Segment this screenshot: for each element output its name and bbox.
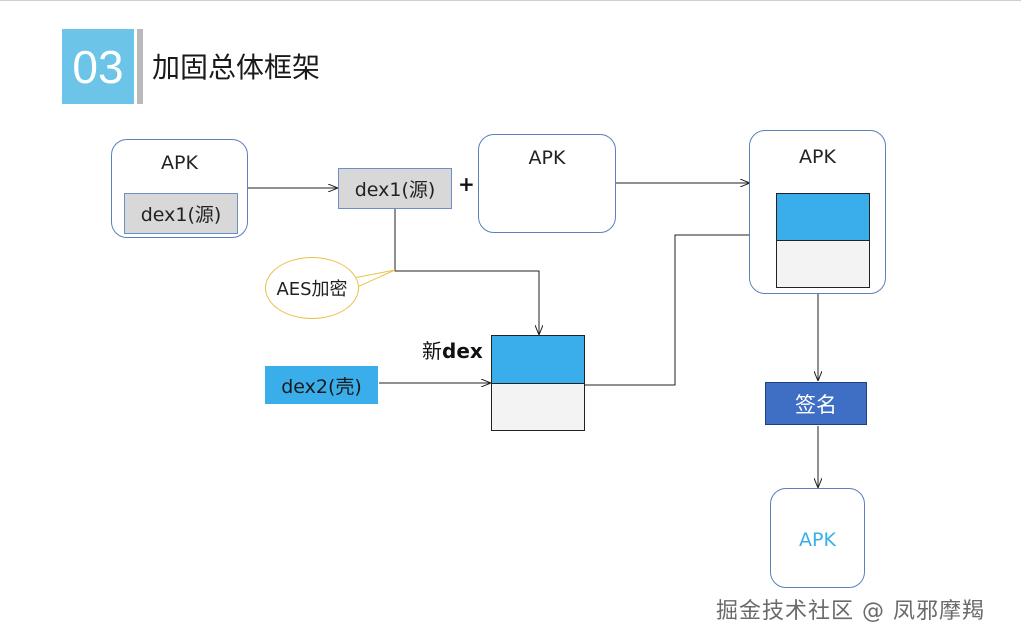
apk-combined-dex-stack bbox=[776, 193, 870, 288]
apk-combined-dex-top bbox=[777, 194, 869, 241]
apk-final-box: APK bbox=[770, 488, 865, 588]
arrow-dex1-to-newdex bbox=[394, 208, 539, 334]
page-title: 加固总体框架 bbox=[152, 51, 321, 84]
apk-shell-box: APK bbox=[478, 134, 616, 233]
arrow-newdex-to-combined bbox=[584, 235, 765, 386]
apk-shell-title: APK bbox=[528, 147, 566, 169]
badge-accent-bar bbox=[137, 29, 143, 104]
section-number-badge: 03 bbox=[62, 29, 134, 104]
apk-source-dex1: dex1(源) bbox=[124, 193, 238, 234]
new-dex-prefix: 新 bbox=[422, 339, 442, 363]
apk-combined-title: APK bbox=[799, 146, 836, 168]
apk-final-title: APK bbox=[799, 529, 836, 551]
new-dex-suffix: dex bbox=[442, 339, 483, 363]
aes-encrypt-callout: AES加密 bbox=[265, 257, 359, 319]
sign-node: 签名 bbox=[765, 382, 867, 425]
dex1-source-node: dex1(源) bbox=[338, 168, 452, 209]
new-dex-stack bbox=[491, 335, 585, 431]
new-dex-label: 新dex bbox=[422, 335, 483, 364]
top-divider bbox=[0, 0, 1021, 1]
new-dex-stack-top bbox=[492, 336, 584, 384]
apk-source-title: APK bbox=[161, 152, 198, 174]
watermark-text: 掘金技术社区 @ 凤邪摩羯 bbox=[716, 599, 985, 624]
plus-sign: + bbox=[458, 172, 475, 196]
dex2-shell-node: dex2(壳) bbox=[265, 366, 378, 404]
